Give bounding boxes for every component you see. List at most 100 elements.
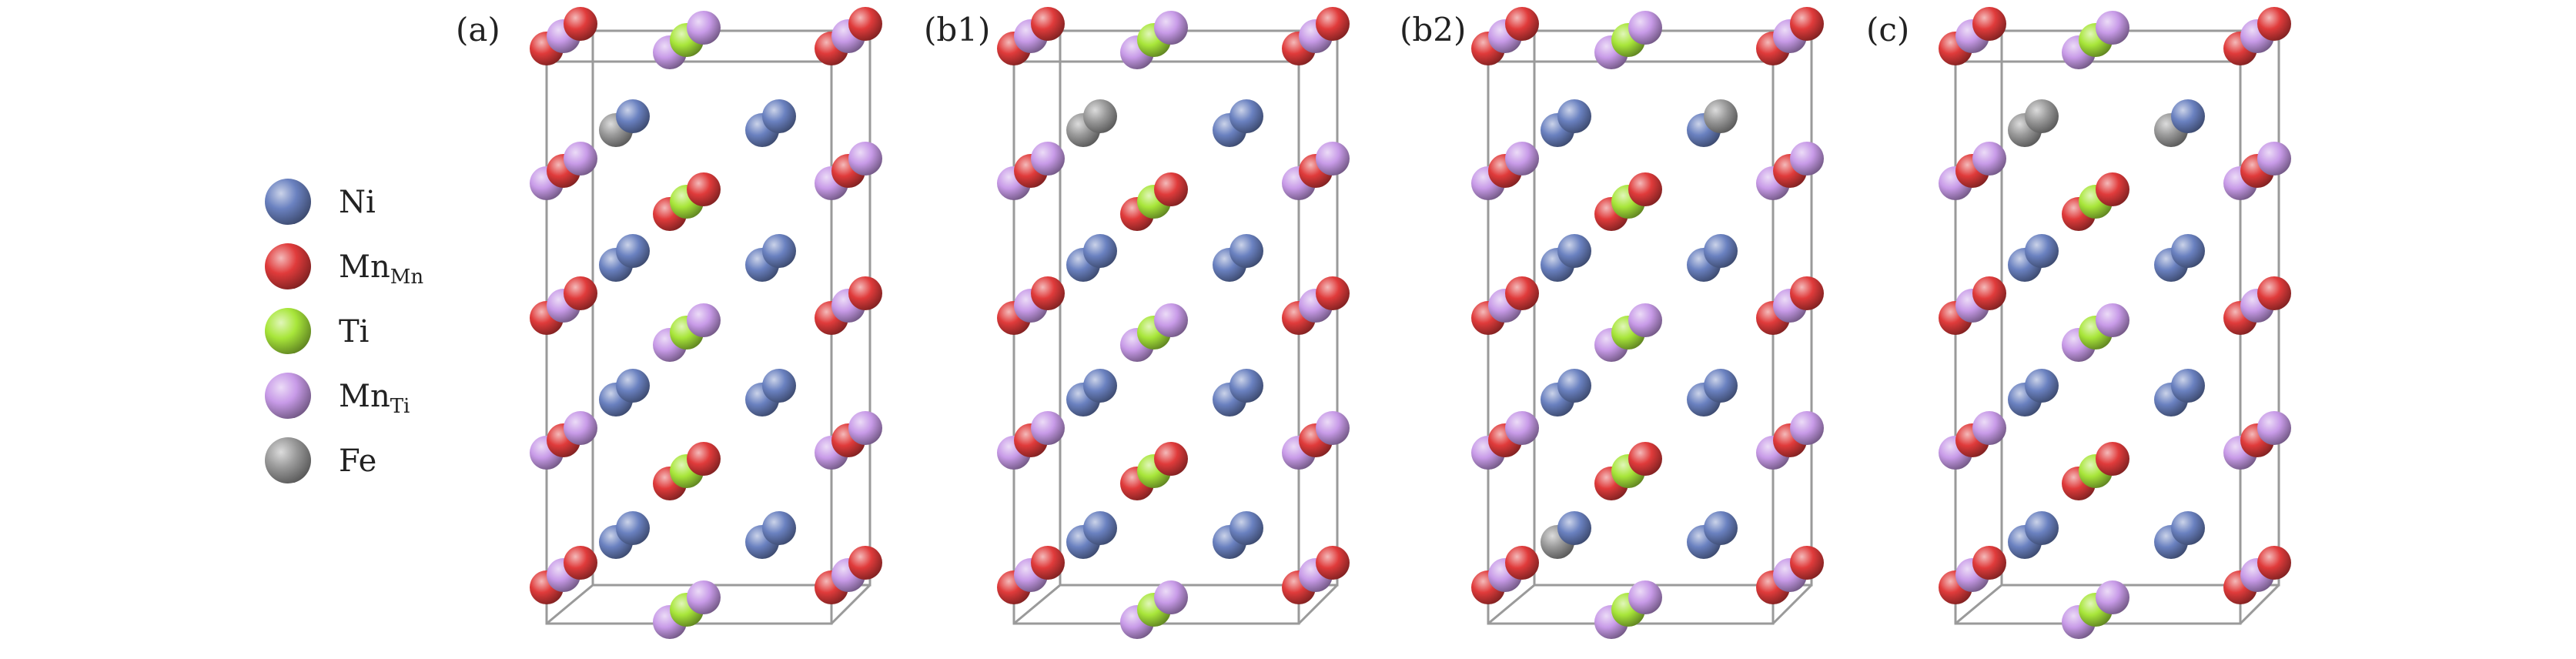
legend-swatch-sphere: [265, 373, 311, 419]
atom-Mn_Ti: [848, 411, 882, 445]
panel-1: [997, 7, 1350, 639]
atom-Mn_Ti: [1316, 142, 1350, 176]
atom-Mn_Ti: [2096, 11, 2129, 45]
atom-Ni: [2171, 369, 2205, 403]
atom-Ni: [1083, 369, 1117, 403]
legend-swatch-sphere: [265, 437, 311, 483]
cell-edge: [1955, 584, 2002, 625]
atom-Fe: [2025, 99, 2059, 133]
atom-Ni: [1557, 99, 1591, 133]
cell-edge: [1013, 584, 1061, 625]
legend-label: Ni: [339, 185, 376, 220]
legend-swatch: [265, 373, 311, 419]
atom-Mn_Ti: [1031, 411, 1065, 445]
panel-label: (b1): [924, 11, 991, 49]
atom-Mn_Ti: [1790, 142, 1824, 176]
panels-layer: [530, 7, 2291, 639]
legend-label-text: Ni: [339, 185, 376, 220]
panel-2: [1471, 7, 1824, 639]
atom-Mn_Mn: [848, 546, 882, 580]
atom-Mn_Ti: [2257, 142, 2291, 176]
legend-label-text: Ti: [339, 314, 370, 350]
atom-Mn_Ti: [1628, 303, 1662, 337]
atom-Ni: [1704, 511, 1738, 545]
atom-Mn_Mn: [564, 276, 597, 310]
atom-Mn_Ti: [687, 303, 721, 337]
atom-Mn_Mn: [1316, 276, 1350, 310]
legend-swatch: [265, 308, 311, 354]
atom-Ni: [1557, 234, 1591, 268]
atom-Ni: [1557, 511, 1591, 545]
atom-Mn_Ti: [1154, 303, 1188, 337]
atom-Ni: [1229, 99, 1263, 133]
cell-edge: [830, 584, 871, 625]
atom-Ni: [1083, 511, 1117, 545]
atom-Mn_Ti: [1972, 411, 2006, 445]
atom-Mn_Mn: [848, 276, 882, 310]
legend-swatch-sphere: [265, 179, 311, 225]
atom-Ni: [2171, 234, 2205, 268]
panel-label: (a): [456, 11, 500, 49]
atom-Mn_Ti: [1790, 411, 1824, 445]
atom-Mn_Mn: [1628, 442, 1662, 476]
atom-Ni: [762, 369, 796, 403]
legend-label: Ti: [339, 314, 369, 350]
atom-Mn_Ti: [564, 142, 597, 176]
atom-Mn_Ti: [1154, 580, 1188, 614]
panel-label: (b2): [1400, 11, 1467, 49]
atom-Mn_Ti: [1031, 142, 1065, 176]
atom-Mn_Mn: [1505, 276, 1539, 310]
atom-Mn_Mn: [564, 546, 597, 580]
legend-label: Fe: [339, 443, 376, 479]
atom-Ni: [762, 511, 796, 545]
atom-Ni: [1704, 369, 1738, 403]
atom-Mn_Mn: [1790, 7, 1824, 41]
atom-Ni: [616, 234, 650, 268]
atom-Mn_Ti: [687, 11, 721, 45]
atom-Mn_Mn: [2257, 546, 2291, 580]
legend-swatch: [265, 179, 311, 225]
atom-Mn_Ti: [1316, 411, 1350, 445]
atom-Mn_Mn: [1505, 7, 1539, 41]
atom-Mn_Mn: [564, 7, 597, 41]
atom-Mn_Mn: [1031, 7, 1065, 41]
atom-Ni: [2025, 234, 2059, 268]
atom-Mn_Mn: [848, 7, 882, 41]
legend-label-text: Mn: [339, 379, 390, 414]
atom-Mn_Mn: [2096, 172, 2129, 206]
atom-Ni: [2025, 511, 2059, 545]
atom-Ni: [2171, 511, 2205, 545]
atom-Mn_Mn: [1031, 546, 1065, 580]
legend-swatch-sphere: [265, 243, 311, 289]
atom-Mn_Mn: [1154, 172, 1188, 206]
atom-Mn_Mn: [1972, 276, 2006, 310]
atom-Mn_Ti: [687, 580, 721, 614]
atom-Mn_Mn: [1031, 276, 1065, 310]
cell-edge: [546, 584, 594, 625]
panel-label: (c): [1866, 11, 1910, 49]
atom-Ni: [1704, 234, 1738, 268]
atom-Mn_Mn: [1154, 442, 1188, 476]
atom-Mn_Mn: [1505, 546, 1539, 580]
atom-Mn_Ti: [1505, 142, 1539, 176]
atom-Mn_Mn: [1628, 172, 1662, 206]
atom-Mn_Mn: [1316, 546, 1350, 580]
atom-Mn_Ti: [2257, 411, 2291, 445]
legend-label-subscript: Ti: [390, 395, 410, 418]
atom-Ni: [1229, 234, 1263, 268]
atom-Ni: [1557, 369, 1591, 403]
atom-Mn_Ti: [1154, 11, 1188, 45]
panel-0: [530, 7, 882, 639]
atom-Mn_Mn: [2096, 442, 2129, 476]
panel-3: [1939, 7, 2291, 639]
legend-swatch-sphere: [265, 308, 311, 354]
atom-Ni: [2171, 99, 2205, 133]
atom-Fe: [1704, 99, 1738, 133]
cell-edge: [1297, 584, 1339, 625]
atom-Ni: [1229, 511, 1263, 545]
legend-label: MnTi: [339, 379, 410, 418]
atom-Ni: [2025, 369, 2059, 403]
atom-Mn_Ti: [1505, 411, 1539, 445]
atom-Mn_Mn: [1972, 7, 2006, 41]
